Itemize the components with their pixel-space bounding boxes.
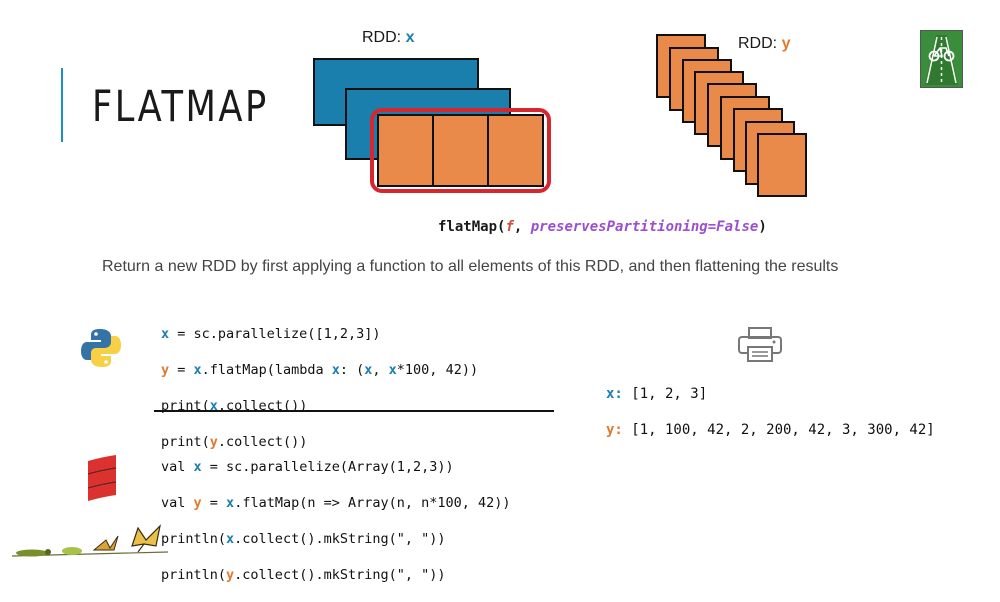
code-text: print(: [161, 434, 210, 450]
code-var-x: x: [388, 362, 397, 378]
python-logo-icon: [80, 327, 122, 369]
code-var-x: x: [193, 459, 202, 475]
code-var-y: y: [193, 495, 202, 511]
code-text: .collect().mkString(", ")): [234, 567, 446, 583]
function-signature: flatMap(f, preservesPartitioning=False): [438, 219, 767, 235]
output-x-value: [1, 2, 3]: [622, 386, 708, 402]
code-text: .collect().mkString(", ")): [234, 531, 446, 547]
code-text: println(: [161, 567, 227, 583]
code-text: *100, 42)): [396, 362, 479, 378]
output-x: x: [1, 2, 3]: [606, 386, 707, 402]
sig-close: ): [758, 219, 767, 235]
output-y-value: [1, 100, 42, 2, 200, 42, 3, 300, 42]: [622, 422, 935, 438]
code-text: = sc.parallelize(Array(1,2,3)): [201, 459, 454, 475]
scala-logo-icon: [86, 455, 118, 503]
code-var-y: y: [209, 434, 218, 450]
scala-line-2: val y = x.flatMap(n => Array(n, n*100, 4…: [161, 494, 511, 512]
code-divider: [154, 410, 554, 412]
rdd-x-label-text: RDD:: [362, 29, 406, 46]
scala-code-block: val x = sc.parallelize(Array(1,2,3)) val…: [161, 440, 511, 602]
slide-title: FLATMAP: [92, 82, 269, 132]
output-x-label: x:: [606, 386, 623, 402]
bike-sign-icon: [920, 30, 963, 88]
code-var-x: x: [364, 362, 373, 378]
rdd-x-label: RDD: x: [362, 29, 414, 47]
code-var-y: y: [161, 362, 170, 378]
sig-f-param: f: [505, 219, 514, 235]
code-var-x: x: [331, 362, 340, 378]
scala-line-1: val x = sc.parallelize(Array(1,2,3)): [161, 458, 511, 476]
output-y-label: y:: [606, 422, 623, 438]
description: Return a new RDD by first applying a fun…: [102, 258, 839, 275]
output-y: y: [1, 100, 42, 2, 200, 42, 3, 300, 42]: [606, 422, 935, 438]
code-var-x: x: [161, 326, 170, 342]
highlight-box: [370, 108, 551, 193]
scala-line-3: println(x.collect().mkString(", ")): [161, 530, 511, 548]
code-text: ,: [372, 362, 389, 378]
code-text: =: [201, 495, 227, 511]
code-text: : (: [339, 362, 365, 378]
rdd-y-label: RDD: y: [738, 35, 790, 53]
code-text: =: [169, 362, 194, 378]
code-text: val: [161, 459, 194, 475]
code-var-x: x: [226, 495, 235, 511]
sig-preserves-param: preservesPartitioning=False: [530, 219, 759, 235]
code-var-x: x: [209, 398, 218, 414]
code-var-x: x: [226, 531, 235, 547]
printer-icon: [737, 327, 783, 363]
python-line-3: print(x.collect()): [161, 397, 478, 415]
sig-fn: flatMap(: [438, 219, 506, 235]
code-var-y: y: [226, 567, 235, 583]
rdd-y-var: y: [781, 35, 791, 52]
python-line-1: x = sc.parallelize([1,2,3]): [161, 325, 478, 343]
caterpillar-butterfly-icon: [10, 522, 170, 560]
rdd-x-element-1: [377, 114, 434, 187]
scala-line-4: println(y.collect().mkString(", ")): [161, 566, 511, 584]
title-accent-bar: [61, 68, 63, 142]
sig-sep: ,: [513, 219, 531, 235]
code-text: .collect()): [217, 434, 308, 450]
rdd-y-label-text: RDD:: [738, 35, 782, 52]
rdd-x-var: x: [405, 29, 415, 46]
code-text: val: [161, 495, 194, 511]
code-text: .flatMap(n => Array(n, n*100, 42)): [234, 495, 511, 511]
code-var-x: x: [193, 362, 202, 378]
python-line-4: print(y.collect()): [161, 433, 478, 451]
python-code-block: x = sc.parallelize([1,2,3]) y = x.flatMa…: [161, 307, 478, 469]
code-text: .flatMap(lambda: [201, 362, 332, 378]
code-text: println(: [161, 531, 227, 547]
code-text: = sc.parallelize([1,2,3]): [169, 326, 381, 342]
python-line-2: y = x.flatMap(lambda x: (x, x*100, 42)): [161, 361, 478, 379]
rdd-x-element-3: [487, 114, 544, 187]
rdd-y-element: [757, 133, 807, 197]
